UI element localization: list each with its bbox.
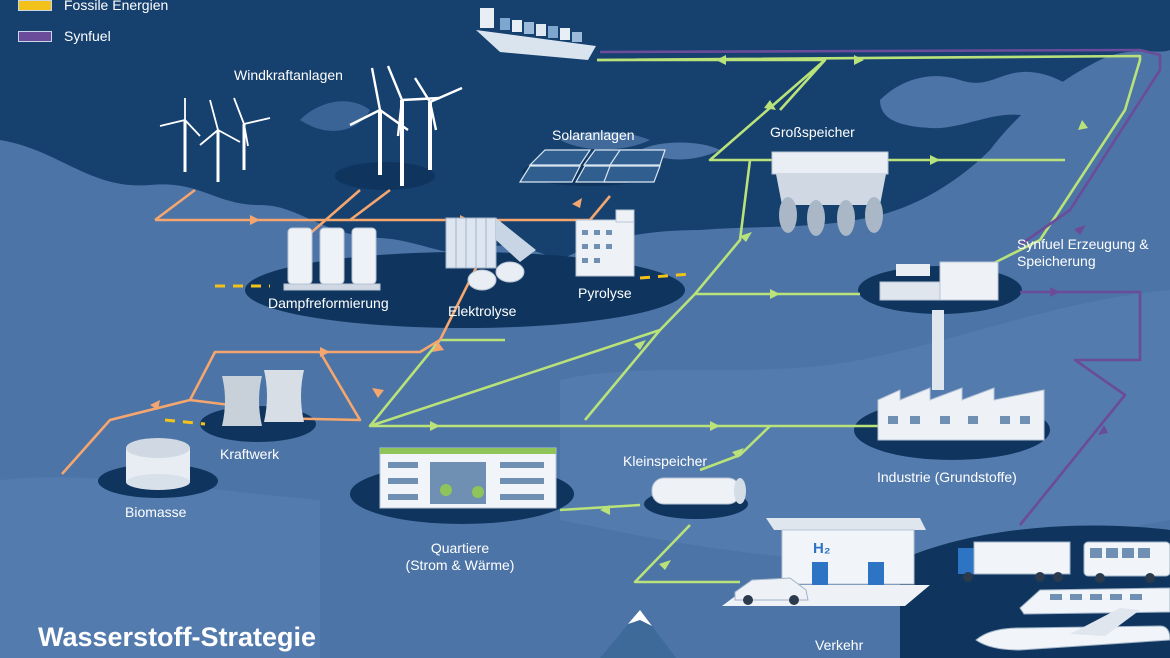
label-synfuel-line1: Synfuel Erzeugung & (1017, 236, 1149, 252)
synfuel-plant-icon (879, 261, 999, 301)
big-storage-icon (771, 151, 889, 236)
wind-turbine-icon (159, 65, 463, 186)
legend-swatch-synfuel (18, 31, 52, 42)
wind-platform (335, 162, 435, 190)
truck-icon (958, 541, 1071, 582)
train-icon (1019, 587, 1170, 615)
label-kleinspeicher: Kleinspeicher (623, 453, 708, 469)
synfuel-arrows (1050, 225, 1108, 435)
container-ship-icon (476, 8, 596, 60)
legend-label-fossil: Fossile Energien (64, 0, 169, 13)
bus-icon (1083, 541, 1170, 583)
electrolyser-icon (445, 217, 536, 291)
pyrolysis-plant-icon (575, 209, 635, 277)
label-elektrolyse: Elektrolyse (448, 303, 517, 319)
legend-label-synfuel: Synfuel (64, 28, 111, 44)
label-grossspeicher: Großspeicher (770, 124, 855, 140)
label-industrie: Industrie (Grundstoffe) (877, 469, 1017, 485)
label-kraftwerk: Kraftwerk (220, 446, 280, 462)
legend-swatch-fossil (18, 0, 52, 11)
building-icon (379, 447, 557, 509)
synfuel-network (599, 48, 1162, 526)
hydrogen-arrows (430, 55, 1088, 570)
label-verkehr: Verkehr (815, 637, 864, 653)
label-dampfreformierung: Dampfreformierung (268, 295, 389, 311)
label-solar: Solaranlagen (552, 127, 635, 143)
car-icon (734, 577, 809, 605)
label-biomasse: Biomasse (125, 504, 187, 520)
mountain-icon (600, 610, 676, 658)
label-windkraft: Windkraftanlagen (234, 67, 343, 83)
airplane-icon (975, 608, 1170, 651)
page-title: Wasserstoff-Strategie (38, 622, 317, 652)
label-quartiere-line2: (Strom & Wärme) (405, 557, 515, 573)
solar-panel-icon (518, 149, 666, 183)
factory-icon (877, 310, 1045, 441)
label-synfuel-line2: Speicherung (1017, 253, 1096, 269)
label-pyrolyse: Pyrolyse (578, 285, 632, 301)
fossil-network (164, 272, 691, 426)
cooling-tower-icon (222, 370, 304, 426)
biomass-tank-icon (126, 438, 190, 490)
station-sign: H₂ (813, 540, 831, 557)
fuel-station-icon (722, 518, 930, 606)
gas-cylinder-icon (651, 477, 746, 505)
label-quartiere-line1: Quartiere (430, 540, 490, 556)
storage-tank-icon (283, 227, 381, 291)
